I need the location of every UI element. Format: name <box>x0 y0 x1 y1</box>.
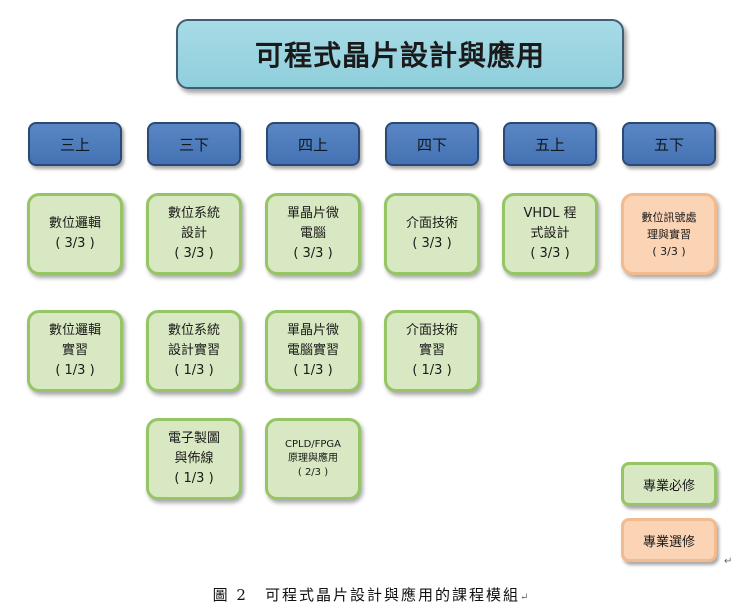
paragraph-mark-icon: ↵ <box>724 556 733 567</box>
paragraph-mark-icon: ↵ <box>519 592 531 603</box>
course-dsp-lab: 數位訊號處理與實習( 3/3 ) <box>621 193 717 275</box>
course-microcontroller-lab: 單晶片微電腦實習( 1/3 ) <box>265 310 361 392</box>
course-digital-logic-lab: 數位邏輯實習( 1/3 ) <box>27 310 123 392</box>
figure-caption: 圖 2 可程式晶片設計與應用的課程模組↵ <box>0 584 743 605</box>
semester-header-2: 三下 <box>147 122 241 166</box>
course-digital-logic: 數位邏輯( 3/3 ) <box>27 193 123 275</box>
semester-header-5: 五上 <box>503 122 597 166</box>
semester-header-3: 四上 <box>266 122 360 166</box>
course-microcontroller: 單晶片微電腦( 3/3 ) <box>265 193 361 275</box>
caption-text: 圖 2 可程式晶片設計與應用的課程模組 <box>212 586 520 604</box>
diagram-title: 可程式晶片設計與應用 <box>176 19 624 89</box>
legend-required: 專業必修 <box>621 462 717 506</box>
course-electronic-drawing-layout: 電子製圖與佈線( 1/3 ) <box>146 418 242 500</box>
semester-header-6: 五下 <box>622 122 716 166</box>
legend-elective: 專業選修 <box>621 518 717 562</box>
semester-header-1: 三上 <box>28 122 122 166</box>
course-digital-system-design: 數位系統設計( 3/3 ) <box>146 193 242 275</box>
semester-header-4: 四下 <box>385 122 479 166</box>
course-vhdl: VHDL 程式設計( 3/3 ) <box>502 193 598 275</box>
course-digital-system-design-lab: 數位系統設計實習( 1/3 ) <box>146 310 242 392</box>
course-interface-tech: 介面技術( 3/3 ) <box>384 193 480 275</box>
course-interface-tech-lab: 介面技術實習( 1/3 ) <box>384 310 480 392</box>
